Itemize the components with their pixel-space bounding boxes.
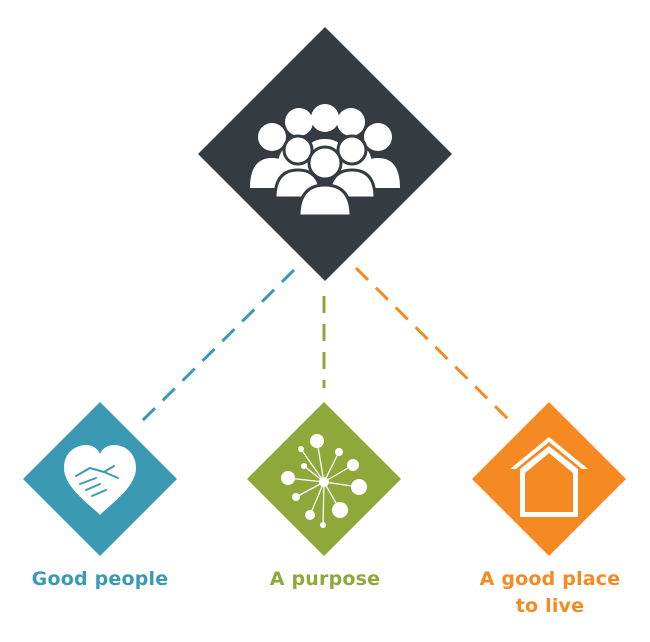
label-good-place-line1: A good place xyxy=(479,568,621,590)
label-good-people: Good people xyxy=(31,568,169,590)
label-good-place: A good place to live xyxy=(460,566,640,620)
crowd-icon xyxy=(250,104,400,218)
network-icon xyxy=(281,434,367,528)
house-person-icon xyxy=(510,437,588,517)
heart-handshake-icon xyxy=(64,445,136,515)
connector-good-people xyxy=(137,268,296,426)
connector-place xyxy=(354,266,513,424)
label-good-place-line2: to live xyxy=(515,595,585,617)
label-purpose: A purpose xyxy=(269,568,381,590)
